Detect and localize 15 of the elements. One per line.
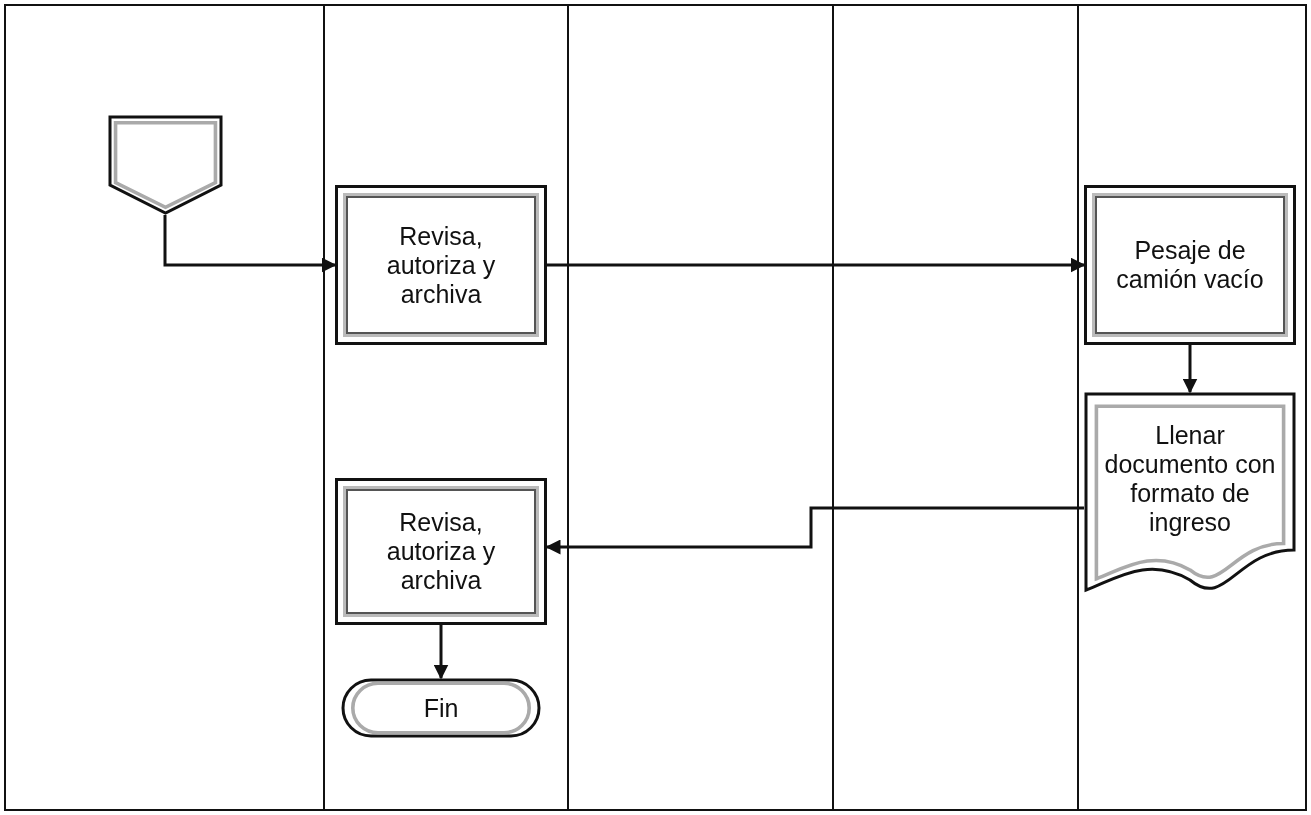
arrow bbox=[1182, 345, 1198, 394]
process-box bbox=[335, 478, 547, 625]
arrow bbox=[433, 625, 449, 680]
node-label: Fin bbox=[422, 693, 460, 723]
node-label: Revisa, autoriza y archiva bbox=[385, 221, 497, 309]
arrow bbox=[545, 506, 1084, 555]
process-box bbox=[335, 185, 547, 345]
node-label: Revisa, autoriza y archiva bbox=[385, 508, 497, 595]
node-label: Llenar documento con formato de ingreso bbox=[1103, 421, 1277, 537]
node-label: Pesaje de camión vacío bbox=[1115, 236, 1265, 294]
terminal-shape bbox=[341, 678, 541, 738]
process-box bbox=[1084, 185, 1296, 345]
arrow bbox=[163, 215, 337, 273]
off-page-connector bbox=[108, 115, 223, 215]
arrow bbox=[547, 257, 1086, 273]
